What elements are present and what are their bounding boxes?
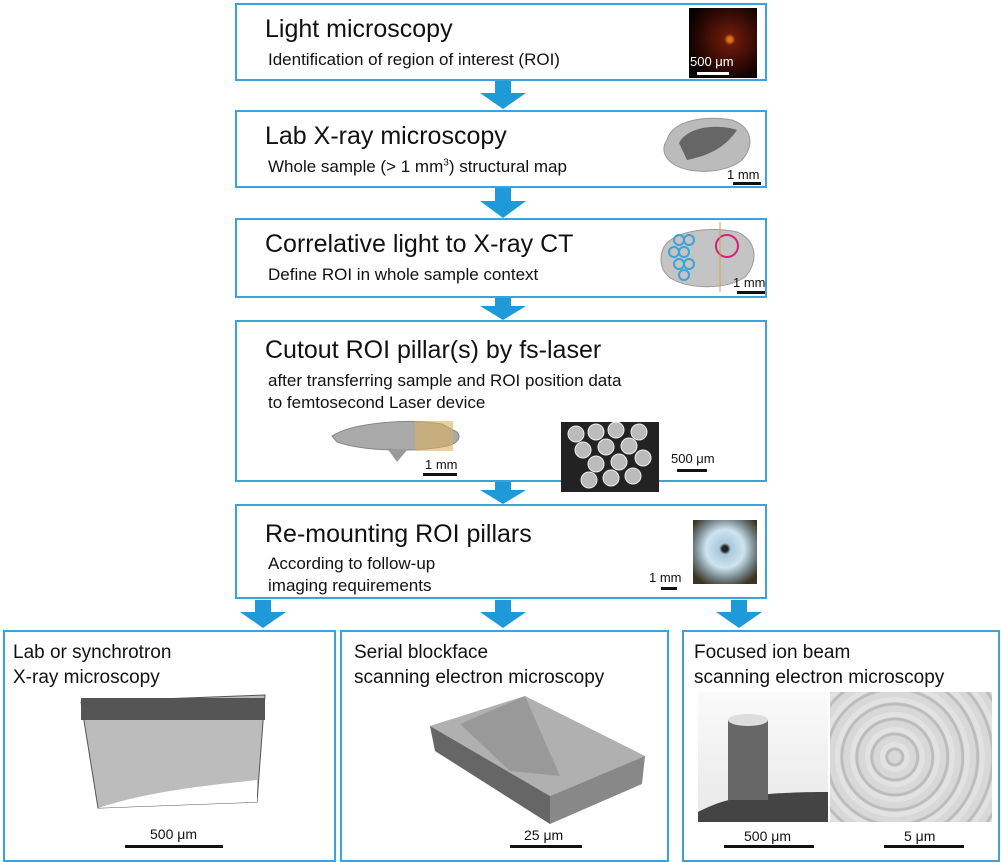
- branch-fib-sem: Focused ion beam scanning electron micro…: [682, 630, 1000, 862]
- scale-bar: [661, 587, 677, 590]
- branch-xray-microscopy: Lab or synchrotron X-ray microscopy 500 …: [3, 630, 336, 862]
- step-cutout: Cutout ROI pillar(s) by fs-laser after t…: [235, 320, 767, 492]
- step-subtitle: Whole sample (> 1 mm3) structural map: [268, 157, 567, 177]
- scale-label: 500 μm: [690, 54, 734, 69]
- branch-title-line1: Serial blockface: [354, 642, 489, 663]
- scale-label: 1 mm: [649, 570, 682, 585]
- step-lab-xray: Lab X-ray microscopy Whole sample (> 1 m…: [235, 110, 767, 188]
- superscript: 3: [443, 157, 449, 169]
- scale-bar: [737, 291, 765, 294]
- pillar-3d-image: [331, 420, 460, 462]
- scale-label: 1 mm: [727, 167, 760, 182]
- scale-label: 500 μm: [150, 826, 197, 842]
- step-light-microscopy: Light microscopy Identification of regio…: [235, 3, 767, 81]
- xray-volume-image: [80, 694, 266, 809]
- scale-label: 25 μm: [524, 827, 564, 843]
- step-title: Cutout ROI pillar(s) by fs-laser: [265, 336, 602, 364]
- step-title: Correlative light to X-ray CT: [265, 230, 574, 258]
- scale-bar: [677, 469, 707, 472]
- scale-bar: [724, 845, 814, 848]
- step-subtitle-line2: imaging requirements: [268, 576, 432, 595]
- branch-title-line2: scanning electron microscopy: [694, 667, 945, 688]
- subtitle-text: ) structural map: [448, 157, 567, 176]
- scale-bar: [423, 473, 457, 476]
- remounted-pillar-image: [693, 520, 757, 584]
- scale-label: 5 μm: [904, 828, 936, 844]
- scale-bar: [733, 182, 761, 185]
- fib-pillar-image: [698, 692, 828, 822]
- step-subtitle: Identification of region of interest (RO…: [268, 50, 560, 69]
- step-correlative: Correlative light to X-ray CT Define ROI…: [235, 218, 767, 298]
- branch-title-line1: Focused ion beam: [694, 642, 851, 663]
- scale-bar: [697, 72, 729, 75]
- branch-sbem: Serial blockface scanning electron micro…: [340, 630, 669, 862]
- sbem-volume-image: [430, 696, 645, 824]
- step-title: Light microscopy: [265, 15, 453, 43]
- scale-bar: [125, 845, 223, 848]
- xray-sample-image: [663, 117, 751, 172]
- step-subtitle-line2: to femtosecond Laser device: [268, 393, 486, 412]
- branch-title-line2: scanning electron microscopy: [354, 667, 605, 688]
- light-microscopy-image: 500 μm: [689, 8, 757, 78]
- pillars-sem-image: [561, 422, 659, 492]
- step-title: Re-mounting ROI pillars: [265, 520, 532, 548]
- scale-label: 1 mm: [733, 275, 766, 290]
- scale-label: 500 μm: [671, 451, 715, 466]
- step-title: Lab X-ray microscopy: [265, 122, 507, 150]
- step-remounting: Re-mounting ROI pillars According to fol…: [235, 504, 767, 599]
- scale-bar: [884, 845, 964, 848]
- fib-sem-micrograph: [830, 692, 992, 822]
- correlative-image: [660, 222, 755, 292]
- subtitle-text: Whole sample (> 1 mm: [268, 157, 444, 176]
- branch-title-line2: X-ray microscopy: [13, 667, 160, 688]
- branch-title-line1: Lab or synchrotron: [13, 642, 172, 663]
- step-subtitle: Define ROI in whole sample context: [268, 265, 539, 284]
- scale-label: 500 μm: [744, 828, 791, 844]
- step-subtitle-line1: after transferring sample and ROI positi…: [268, 371, 622, 390]
- step-subtitle-line1: According to follow-up: [268, 554, 436, 573]
- scale-label: 1 mm: [425, 457, 458, 472]
- scale-bar: [510, 845, 582, 848]
